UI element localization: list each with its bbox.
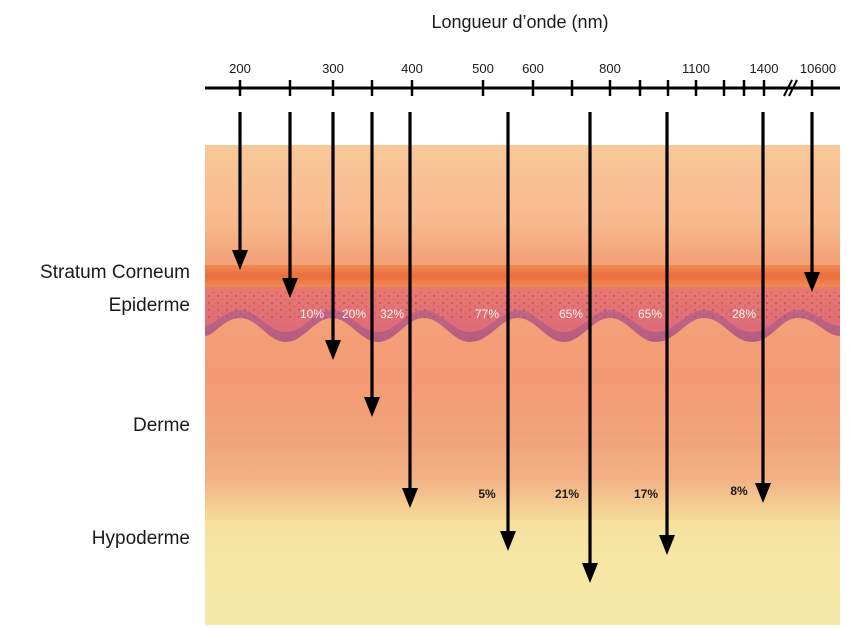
stratum-corneum-layer <box>205 265 840 287</box>
label-epiderme: Epiderme <box>108 295 190 316</box>
label-derme: Derme <box>132 415 190 436</box>
epidermis-percentage: 32% <box>380 307 404 321</box>
wavelength-axis: 200 300 400 500 600 800 1100 1400 10600 <box>205 61 840 97</box>
axis-title: Longueur d’onde (nm) <box>431 12 608 32</box>
penetration-arrow <box>659 112 675 555</box>
penetration-arrow <box>500 112 516 551</box>
axis-tick-label: 400 <box>401 61 423 76</box>
epidermis-percentage: 65% <box>559 307 583 321</box>
axis-tick-labels: 200 300 400 500 600 800 1100 1400 10600 <box>229 61 836 76</box>
penetration-arrow <box>232 112 248 270</box>
penetration-arrow <box>325 112 341 360</box>
dermis-percentage-labels: 5% 21% 17% 8% <box>478 484 748 501</box>
hypodermis-band <box>205 520 840 625</box>
dermis-percentage: 5% <box>478 487 496 501</box>
axis-tick-label: 300 <box>322 61 344 76</box>
label-hypoderme: Hypoderme <box>91 528 190 549</box>
penetration-arrow <box>364 112 380 417</box>
axis-tick-label: 600 <box>522 61 544 76</box>
axis-tick-label: 800 <box>599 61 621 76</box>
dermis-percentage: 8% <box>730 484 748 498</box>
epidermis-percentage: 20% <box>342 307 366 321</box>
epidermis-percentage: 28% <box>732 307 756 321</box>
penetration-arrow <box>282 112 298 298</box>
label-stratum-corneum: Stratum Corneum <box>40 262 190 283</box>
epidermis-percentage-labels: 10% 20% 32% 77% 65% 65% 28% <box>300 307 756 321</box>
axis-tick-marks <box>238 80 814 96</box>
penetration-arrow <box>755 112 771 503</box>
axis-break-mark <box>783 79 798 97</box>
skin-layers <box>205 145 840 625</box>
dermis-percentage: 17% <box>634 487 658 501</box>
penetration-arrows <box>232 112 820 583</box>
epidermis-percentage: 77% <box>475 307 499 321</box>
dermis-percentage: 21% <box>555 487 579 501</box>
axis-tick-label: 1400 <box>750 61 779 76</box>
epidermis-percentage: 65% <box>638 307 662 321</box>
penetration-arrow <box>402 112 418 508</box>
epidermis-percentage: 10% <box>300 307 324 321</box>
axis-tick-label: 1100 <box>682 61 710 76</box>
axis-tick-label: 200 <box>229 61 251 76</box>
epidermis-cells <box>205 290 840 320</box>
axis-tick-label: 500 <box>472 61 494 76</box>
penetration-arrow <box>804 112 820 292</box>
axis-tick-label: 10600 <box>800 61 836 76</box>
penetration-arrow <box>582 112 598 583</box>
